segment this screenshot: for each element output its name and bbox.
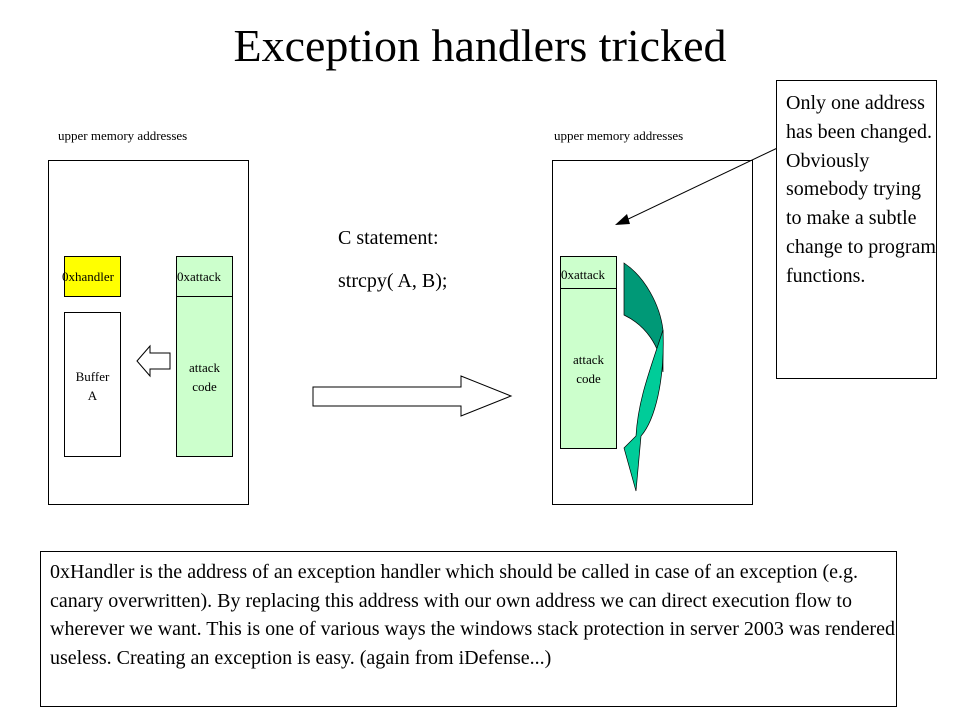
strcpy-statement: strcpy( A, B); <box>338 270 448 292</box>
left-attack-code-label: attack code <box>188 360 221 394</box>
buffer-a-label: Buffer A <box>75 369 110 403</box>
handler-cell: 0xhandler <box>62 256 121 297</box>
note-pointer-arrowhead <box>615 214 630 225</box>
c-statement-label: C statement: <box>338 227 439 249</box>
left-attack-cell: 0xattack attack code <box>176 256 233 457</box>
left-attack-label: 0xattack <box>177 269 222 284</box>
left-upper-memory-label: upper memory addresses <box>58 128 188 143</box>
right-attack-cell: 0xattack attack code <box>560 256 617 449</box>
curved-jump-arrow-bottom <box>623 329 664 492</box>
caption-box: 0xHandler is the address of an exception… <box>40 551 897 707</box>
copy-direction-arrow <box>136 344 171 378</box>
buffer-a-cell: Buffer A <box>64 312 121 457</box>
handler-label: 0xhandler <box>62 269 114 284</box>
note-pointer-line <box>621 141 791 223</box>
note-callout: Only one address has been changed. Obvio… <box>776 80 937 379</box>
right-attack-code-label: attack code <box>572 352 605 386</box>
transform-arrow <box>312 375 513 417</box>
right-attack-divider <box>561 288 616 289</box>
right-attack-label: 0xattack <box>561 267 606 282</box>
right-upper-memory-label: upper memory addresses <box>554 128 684 143</box>
left-attack-divider <box>177 296 232 297</box>
slide-title: Exception handlers tricked <box>233 20 727 71</box>
